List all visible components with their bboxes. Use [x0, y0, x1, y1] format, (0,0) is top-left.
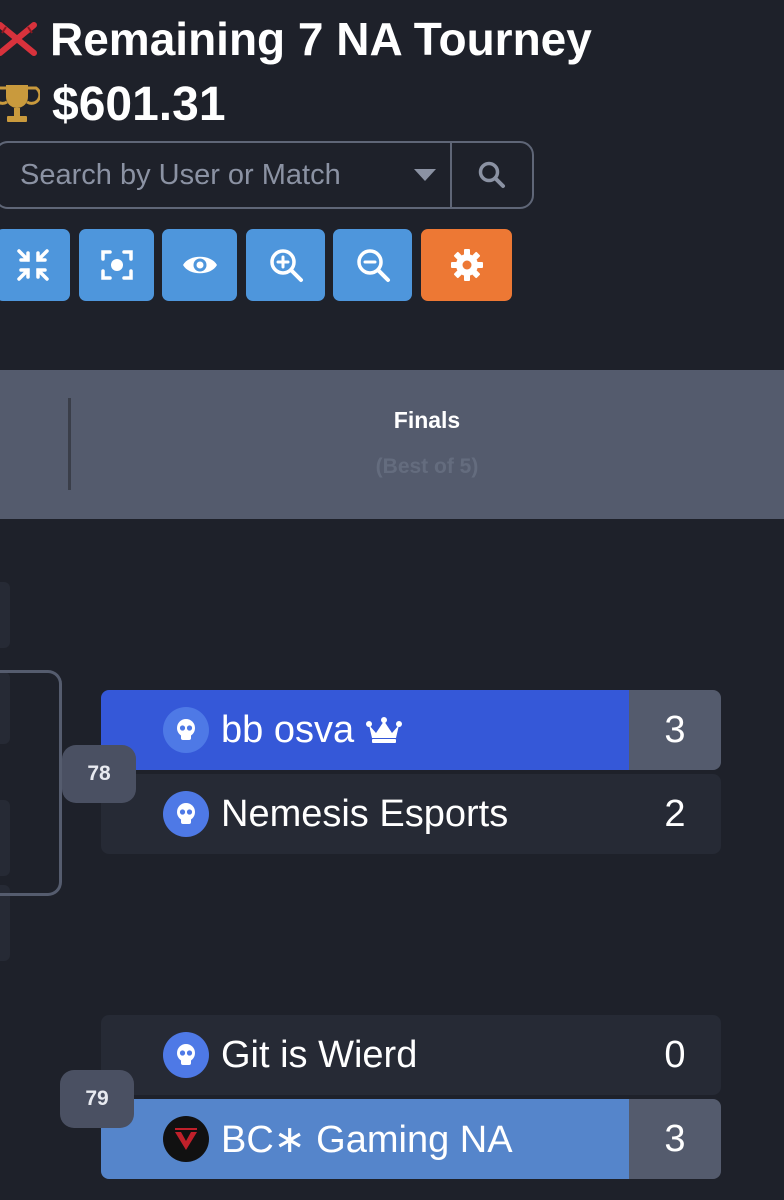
team-name: Nemesis Esports: [221, 792, 509, 835]
focus-icon: [100, 250, 133, 280]
collapse-button[interactable]: [0, 229, 70, 301]
crown-icon: [366, 717, 403, 743]
round-divider: [68, 398, 71, 490]
view-button[interactable]: [162, 229, 237, 301]
team-name: BC∗ Gaming NA: [221, 1118, 513, 1161]
team-name: bb osva: [221, 708, 355, 751]
search-icon: [478, 161, 505, 188]
focus-button[interactable]: [79, 229, 154, 301]
gear-icon: [450, 249, 483, 281]
previous-match-stub[interactable]: [0, 672, 10, 744]
team-cell: Git is Wierd: [101, 1015, 629, 1095]
crossed-swords-icon: [0, 22, 37, 56]
team-emblem-icon: [175, 1128, 197, 1150]
round-format: (Best of 5): [375, 455, 479, 478]
team-logo-icon: [163, 1116, 209, 1162]
team-score: 0: [629, 1015, 721, 1095]
round-title: Finals: [393, 407, 461, 433]
settings-button[interactable]: [421, 229, 512, 301]
previous-match-stub[interactable]: [0, 800, 10, 876]
skull-icon: [177, 1044, 195, 1065]
page-title: Remaining 7 NA Tourney: [50, 13, 592, 65]
search-dropdown-toggle[interactable]: [400, 169, 450, 181]
skull-icon: [177, 719, 195, 740]
match-number-badge[interactable]: 78: [62, 745, 136, 803]
trophy-icon: [0, 85, 40, 122]
zoom-in-button[interactable]: [246, 229, 325, 301]
match-team-row[interactable]: Git is Wierd 0: [101, 1015, 721, 1095]
team-logo-icon: [163, 707, 209, 753]
team-logo-icon: [163, 1032, 209, 1078]
team-cell: bb osva: [101, 690, 629, 770]
zoom-in-icon: [269, 249, 303, 282]
tournament-title-row: Remaining 7 NA Tourney: [0, 10, 592, 68]
skull-icon: [177, 803, 195, 824]
eye-icon: [182, 256, 217, 274]
zoom-out-icon: [356, 249, 390, 282]
team-score: 3: [629, 690, 721, 770]
bracket-connector: [0, 670, 62, 896]
prize-pool: $601.31: [0, 74, 226, 134]
compress-icon: [17, 249, 49, 281]
match-team-row[interactable]: BC∗ Gaming NA 3: [101, 1099, 721, 1179]
team-score: 2: [629, 774, 721, 854]
zoom-out-button[interactable]: [333, 229, 412, 301]
team-score: 3: [629, 1099, 721, 1179]
team-cell: BC∗ Gaming NA: [101, 1099, 629, 1179]
match-team-row[interactable]: Nemesis Esports 2: [101, 774, 721, 854]
team-logo-icon: [163, 791, 209, 837]
previous-match-stub[interactable]: [0, 582, 10, 648]
search-bar: [0, 141, 534, 209]
previous-match-stub[interactable]: [0, 885, 10, 961]
search-button[interactable]: [452, 143, 532, 207]
caret-down-icon: [414, 169, 436, 181]
search-divider: [450, 143, 452, 207]
match-number-badge[interactable]: 79: [60, 1070, 134, 1128]
search-input[interactable]: [0, 142, 400, 208]
team-name: Git is Wierd: [221, 1033, 418, 1076]
round-header: [0, 370, 784, 519]
prize-amount: $601.31: [52, 77, 226, 131]
match-team-row[interactable]: bb osva 3: [101, 690, 721, 770]
team-cell: Nemesis Esports: [101, 774, 629, 854]
